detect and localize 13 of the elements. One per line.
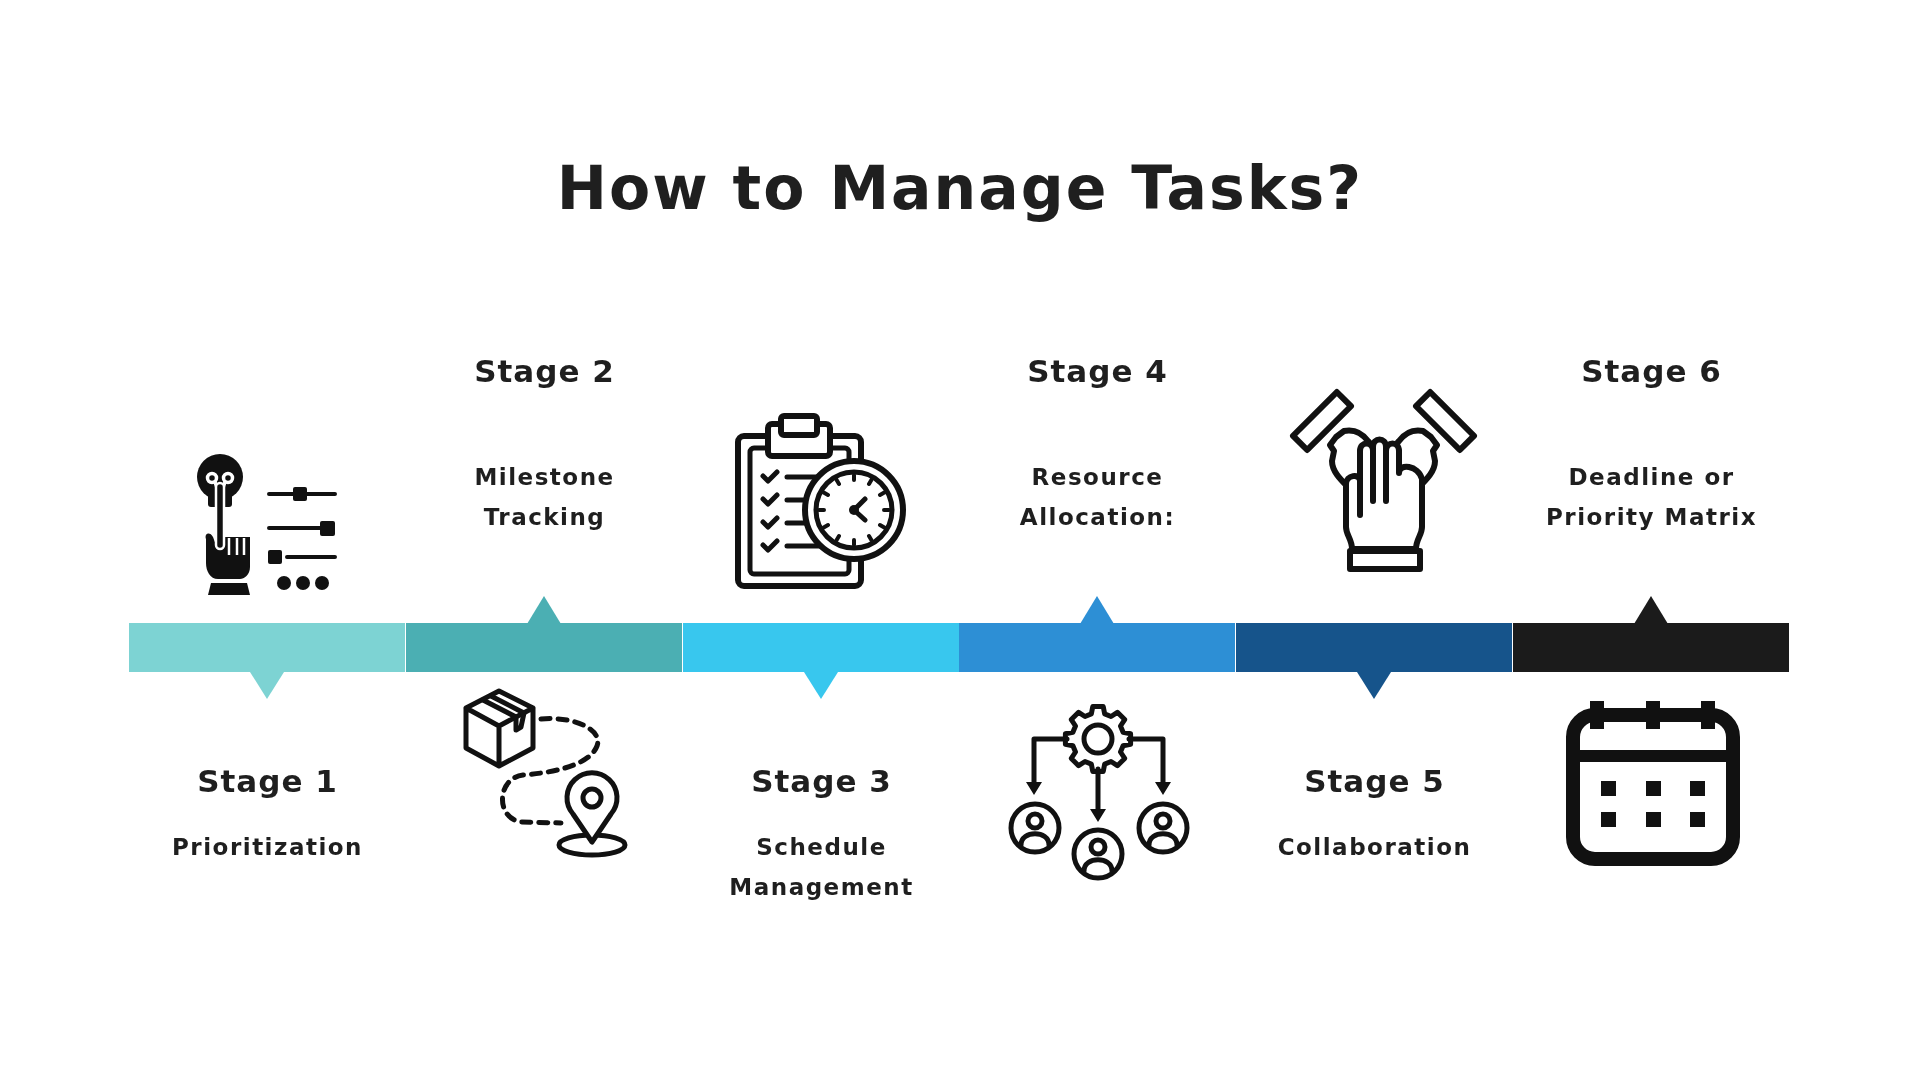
stage-description: Milestone Tracking xyxy=(473,463,616,532)
stage-heading: Stage 5 xyxy=(1304,762,1445,801)
stage-heading: Stage 6 xyxy=(1581,352,1722,391)
stage-heading: Stage 4 xyxy=(1027,352,1168,391)
stage-description: Collaboration xyxy=(1276,833,1473,862)
stage-description: Schedule Management xyxy=(728,833,915,902)
stage-description: Deadline or Priority Matrix xyxy=(1544,463,1759,532)
stage-description: Resource Allocation: xyxy=(1018,463,1177,532)
stage-heading: Stage 1 xyxy=(197,762,338,801)
stage-heading: Stage 3 xyxy=(751,762,892,801)
stage-heading: Stage 2 xyxy=(474,352,615,391)
stage-description: Prioritization xyxy=(171,833,364,862)
title: How to Manage Tasks? xyxy=(556,152,1364,225)
